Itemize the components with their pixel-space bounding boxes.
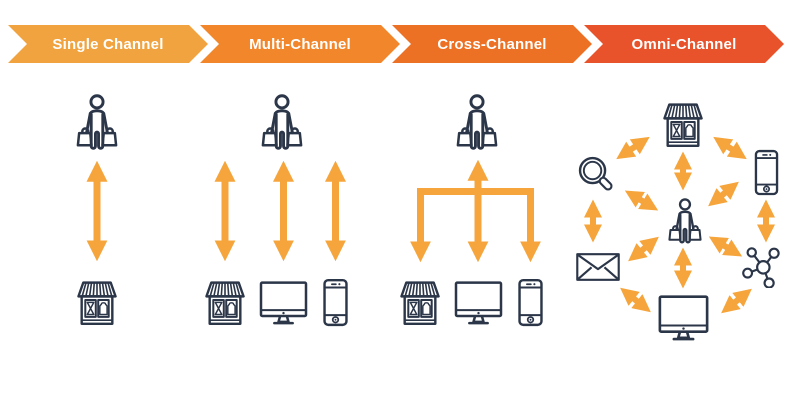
single-channel-panel bbox=[76, 94, 118, 325]
omni-arrow-web bbox=[584, 136, 775, 314]
double-arrow-shopper-share bbox=[708, 236, 743, 257]
stage-banner-row: Single Channel Multi-Channel Cross-Chann… bbox=[0, 25, 800, 63]
omni-channel-panel bbox=[576, 103, 780, 341]
shopper-icon bbox=[76, 94, 118, 150]
desktop-icon bbox=[454, 281, 503, 325]
desktop-icon bbox=[259, 281, 308, 325]
smartphone-icon bbox=[754, 149, 779, 196]
banner-cross-channel: Cross-Channel bbox=[392, 25, 592, 63]
branching-connector bbox=[410, 159, 541, 263]
double-arrow-shopper-smartphone bbox=[708, 181, 739, 207]
desktop-icon bbox=[658, 295, 709, 341]
share-network-icon bbox=[742, 247, 780, 288]
double-arrow-store-smartphone bbox=[713, 136, 747, 160]
double-arrow-email-shopper bbox=[628, 236, 659, 262]
cross-channel-panel bbox=[400, 94, 543, 327]
banner-omni-channel: Omni-Channel bbox=[584, 25, 784, 63]
banner-multi-channel: Multi-Channel bbox=[200, 25, 400, 63]
email-icon bbox=[576, 253, 620, 281]
double-arrow-desktop-share bbox=[721, 288, 752, 314]
banner-label-cross-channel: Cross-Channel bbox=[437, 35, 547, 53]
multi-channel-panel bbox=[205, 94, 348, 327]
smartphone-icon bbox=[518, 278, 543, 327]
shopper-icon bbox=[261, 94, 303, 150]
shopper-icon bbox=[668, 198, 702, 244]
banner-label-omni-channel: Omni-Channel bbox=[631, 35, 737, 53]
store-icon bbox=[77, 281, 117, 325]
banner-single-channel: Single Channel bbox=[8, 25, 208, 63]
double-arrow-search-store bbox=[616, 136, 650, 160]
store-icon bbox=[663, 103, 703, 147]
smartphone-icon bbox=[323, 278, 348, 327]
double-arrow-email-desktop bbox=[620, 287, 651, 313]
store-icon bbox=[400, 281, 440, 325]
shopper-icon bbox=[456, 94, 498, 150]
search-icon bbox=[578, 156, 615, 193]
banner-label-multi-channel: Multi-Channel bbox=[249, 35, 351, 53]
store-icon bbox=[205, 281, 245, 325]
banner-label-single-channel: Single Channel bbox=[52, 35, 164, 53]
double-arrow-search-shopper bbox=[624, 190, 659, 211]
